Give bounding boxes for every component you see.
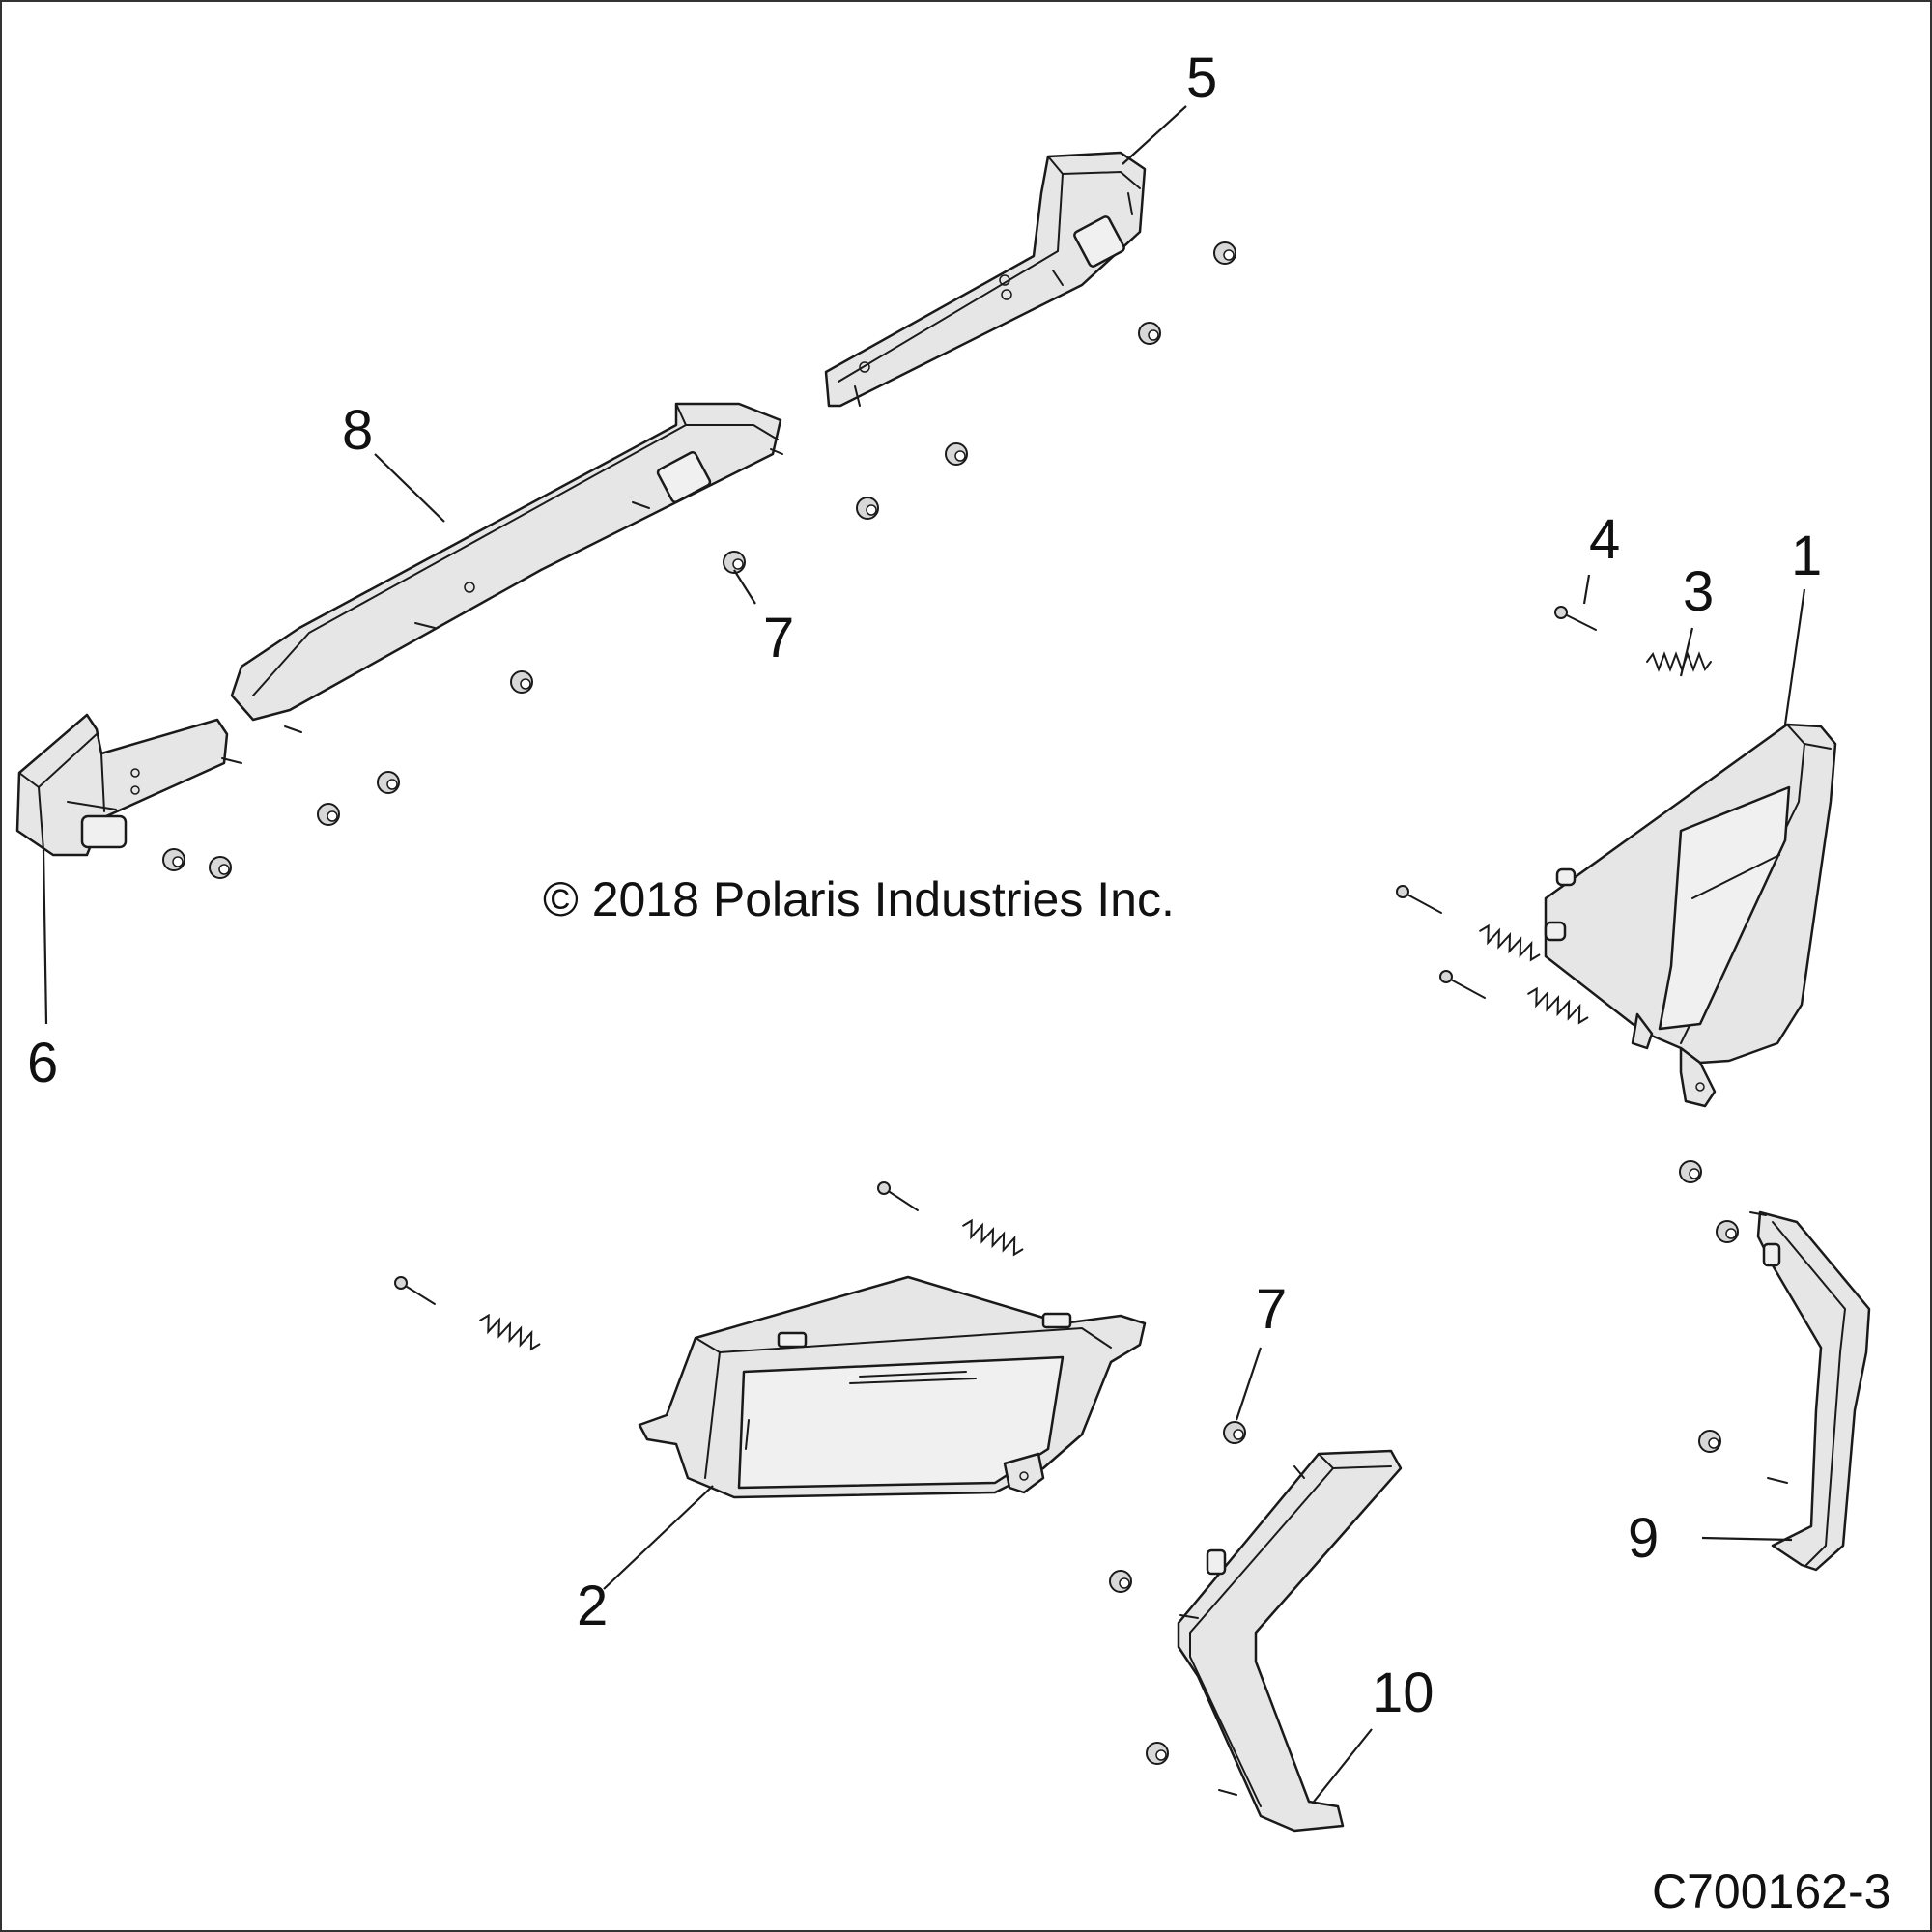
part-3-springs [479, 651, 1712, 1351]
spring-icon [1479, 923, 1541, 962]
nut-icon [1698, 1430, 1721, 1453]
part-6-end-light-left [15, 713, 242, 857]
nut-icon [1716, 1220, 1739, 1243]
nut-icon [1146, 1742, 1169, 1765]
callout-9: 9 [1628, 1507, 1659, 1570]
screw-icon [877, 1181, 919, 1211]
nut-icon [317, 803, 340, 826]
nut-icon [1679, 1160, 1702, 1183]
nut-icon [723, 551, 746, 574]
spring-icon [1646, 651, 1712, 672]
callout-10: 10 [1372, 1662, 1435, 1724]
part-10-side-marker-left [1177, 1449, 1403, 1833]
part-2-headlight-left [638, 1275, 1147, 1499]
part-9-side-marker-right [1749, 1210, 1871, 1572]
spring-icon [962, 1218, 1024, 1257]
nut-icon [1109, 1570, 1132, 1593]
diagram-code: C700162-3 [1652, 1864, 1890, 1918]
callout-1: 1 [1791, 525, 1822, 587]
screw-icon [1554, 606, 1597, 631]
spring-icon [1527, 986, 1589, 1025]
callout-5: 5 [1186, 46, 1217, 109]
spring-icon [479, 1313, 541, 1351]
copyright-text: © 2018 Polaris Industries Inc. [543, 872, 1175, 926]
nut-icon [510, 670, 533, 694]
nut-icon [377, 771, 400, 794]
callout-8: 8 [342, 399, 373, 462]
nuts-group [162, 242, 1739, 1765]
nut-icon [1223, 1421, 1246, 1444]
screw-icon [1439, 970, 1486, 999]
screw-icon [394, 1276, 436, 1305]
nut-icon [945, 442, 968, 466]
part-8-light-bar-center [230, 402, 783, 733]
callout-6: 6 [27, 1032, 58, 1094]
screw-icon [1396, 885, 1442, 914]
callout-2: 2 [577, 1575, 608, 1637]
nut-icon [162, 848, 185, 871]
nut-icon [856, 497, 879, 520]
part-5-light-bar-right [824, 151, 1147, 408]
callout-labels: 1 2 3 4 5 6 7 7 8 9 10 [27, 46, 1822, 1724]
callout-3: 3 [1683, 560, 1714, 623]
callout-7a: 7 [763, 607, 794, 669]
part-4-screws [394, 606, 1597, 1305]
nut-icon [1138, 322, 1161, 345]
nut-icon [1213, 242, 1236, 265]
nut-icon [209, 856, 232, 879]
part-1-headlight-right [1544, 723, 1837, 1108]
leader-lines [42, 105, 1806, 1803]
callout-7b: 7 [1256, 1278, 1287, 1341]
callout-4: 4 [1589, 508, 1620, 571]
